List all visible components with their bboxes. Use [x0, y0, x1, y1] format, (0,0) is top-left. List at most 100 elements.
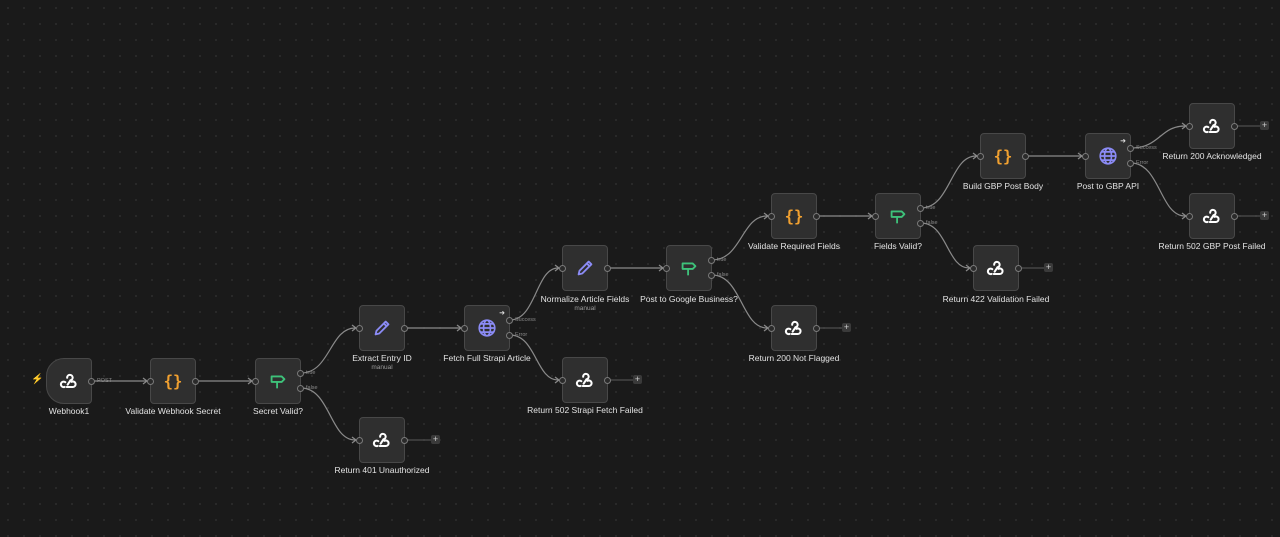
output-port[interactable]	[1231, 123, 1238, 130]
node-label: Return 502 Strapi Fetch Failed	[527, 405, 643, 415]
webhook-icon	[1202, 118, 1220, 134]
input-port[interactable]	[977, 153, 984, 160]
input-port[interactable]	[147, 378, 154, 385]
output-port[interactable]	[1015, 265, 1022, 272]
output-port-error[interactable]	[1127, 160, 1134, 167]
input-port[interactable]	[768, 213, 775, 220]
port-label-success: Success	[515, 317, 536, 323]
input-port[interactable]	[768, 325, 775, 332]
node-return-401-unauthorized[interactable]	[356, 417, 408, 463]
node-post-to-google-business[interactable]: true false	[663, 245, 729, 291]
code-braces-icon: {}	[164, 373, 183, 391]
node-label: Post to GBP API	[1076, 181, 1140, 191]
output-port-false[interactable]	[708, 272, 715, 279]
add-node-button[interactable]: +	[1260, 120, 1269, 130]
connection-line[interactable]	[711, 215, 768, 261]
output-port-true[interactable]	[708, 257, 715, 264]
output-port-success[interactable]	[1127, 145, 1134, 152]
input-port[interactable]	[356, 325, 363, 332]
input-port[interactable]	[559, 265, 566, 272]
port-label-success: Success	[1136, 145, 1157, 151]
globe-icon	[1099, 147, 1117, 165]
webhook-icon	[372, 432, 390, 448]
output-port-false[interactable]	[297, 385, 304, 392]
port-label-true: true	[717, 257, 727, 263]
add-node-button[interactable]: +	[1260, 210, 1269, 220]
output-port[interactable]	[88, 378, 95, 385]
port-label-false: false	[306, 385, 318, 391]
svg-text:{}: {}	[785, 208, 804, 226]
if-signpost-icon	[681, 262, 697, 276]
code-braces-icon: {}	[785, 208, 804, 226]
webhook-icon	[784, 320, 802, 336]
node-webhook1[interactable]: POST	[46, 358, 112, 404]
pencil-icon	[374, 320, 390, 336]
external-arrow-icon: ➜	[1120, 138, 1126, 145]
output-port[interactable]	[604, 377, 611, 384]
node-secret-valid[interactable]: true false	[252, 358, 318, 404]
node-fetch-full-strapi-article[interactable]: ➜ Success Error	[461, 305, 536, 351]
input-port[interactable]	[872, 213, 879, 220]
input-port[interactable]	[356, 437, 363, 444]
input-port[interactable]	[559, 377, 566, 384]
node-validate-required-fields[interactable]: {}	[768, 193, 820, 239]
svg-text:{}: {}	[994, 148, 1013, 166]
node-label: Fields Valid?	[873, 241, 923, 251]
trigger-bolt-icon: ⚡	[31, 374, 44, 385]
output-port[interactable]	[1022, 153, 1029, 160]
node-validate-webhook-secret[interactable]: {}	[147, 358, 199, 404]
node-normalize-article-fields[interactable]	[559, 245, 611, 291]
port-label-error: Error	[515, 332, 528, 338]
node-return-200-acknowledged[interactable]	[1186, 103, 1238, 149]
if-signpost-icon	[890, 210, 906, 224]
node-label: Fetch Full Strapi Article	[443, 353, 531, 363]
node-post-to-gbp-api[interactable]: ➜ Success Error	[1082, 133, 1157, 179]
external-arrow-icon: ➜	[499, 310, 505, 317]
node-label: Return 200 Acknowledged	[1162, 151, 1262, 161]
node-label: Return 502 GBP Post Failed	[1158, 241, 1266, 251]
input-port[interactable]	[252, 378, 259, 385]
node-return-422-validation-failed[interactable]	[970, 245, 1022, 291]
node-label: Post to Google Business?	[640, 294, 738, 304]
node-build-gbp-post-body[interactable]: {}	[977, 133, 1029, 179]
node-return-502-gbp-post-failed[interactable]	[1186, 193, 1238, 239]
add-node-button[interactable]: +	[1044, 262, 1053, 272]
output-port[interactable]	[192, 378, 199, 385]
node-extract-entry-id[interactable]	[356, 305, 408, 351]
input-port[interactable]	[663, 265, 670, 272]
output-port[interactable]	[401, 325, 408, 332]
port-label-true: true	[926, 205, 936, 211]
node-label: Return 422 Validation Failed	[942, 294, 1050, 304]
output-port-true[interactable]	[297, 370, 304, 377]
output-port[interactable]	[813, 213, 820, 220]
input-port[interactable]	[1082, 153, 1089, 160]
input-port[interactable]	[1186, 213, 1193, 220]
port-label-error: Error	[1136, 160, 1149, 166]
node-label: Secret Valid?	[253, 406, 303, 416]
input-port[interactable]	[970, 265, 977, 272]
output-port[interactable]	[401, 437, 408, 444]
output-port-error[interactable]	[506, 332, 513, 339]
output-port[interactable]	[1231, 213, 1238, 220]
output-port[interactable]	[813, 325, 820, 332]
node-label: Build GBP Post Body	[962, 181, 1044, 191]
node-return-200-not-flagged[interactable]	[768, 305, 820, 351]
output-port-true[interactable]	[917, 205, 924, 212]
input-port[interactable]	[1186, 123, 1193, 130]
port-label-false: false	[717, 272, 729, 278]
output-port[interactable]	[604, 265, 611, 272]
node-label: Return 200 Not Flagged	[748, 353, 840, 363]
node-return-502-strapi-fetch-failed[interactable]	[559, 357, 611, 403]
input-port[interactable]	[461, 325, 468, 332]
node-fields-valid[interactable]: true false	[872, 193, 938, 239]
output-port-false[interactable]	[917, 220, 924, 227]
if-signpost-icon	[270, 375, 286, 389]
node-label: Validate Webhook Secret	[125, 406, 221, 416]
add-node-button[interactable]: +	[842, 322, 851, 332]
add-node-button[interactable]: +	[431, 434, 440, 444]
port-label-post: POST	[97, 378, 112, 384]
add-node-button[interactable]: +	[633, 374, 642, 384]
output-port-success[interactable]	[506, 317, 513, 324]
